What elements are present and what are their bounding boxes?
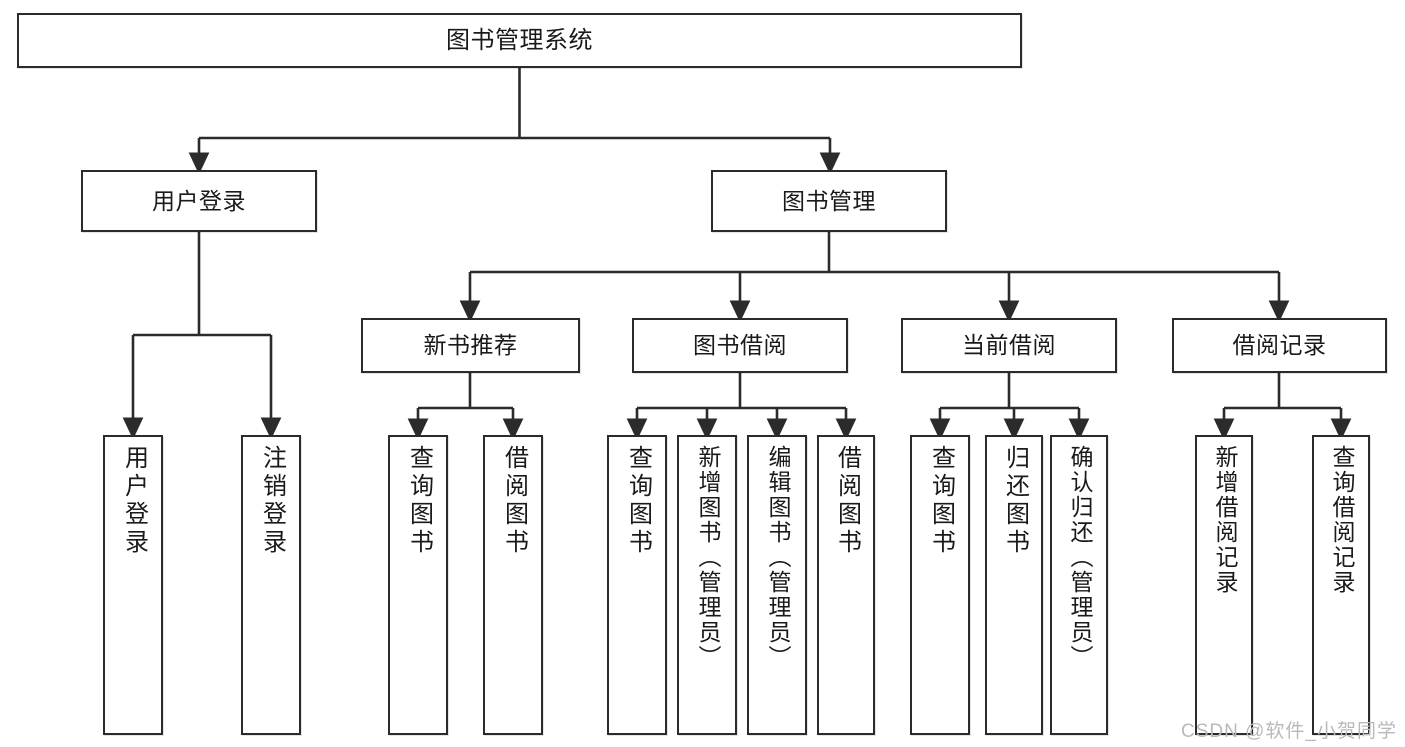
node-new-book-recommend-label: 新书推荐 xyxy=(423,332,518,359)
node-leaf-logout-login[interactable]: 注销登录 xyxy=(241,435,301,735)
node-leaf-add-record[interactable]: 新增借阅记录 xyxy=(1195,435,1253,735)
node-leaf-user-login-label: 用户登录 xyxy=(120,445,148,557)
node-leaf-user-login[interactable]: 用户登录 xyxy=(103,435,163,735)
node-current-borrow-label: 当前借阅 xyxy=(962,332,1056,359)
node-new-book-recommend[interactable]: 新书推荐 xyxy=(361,318,580,373)
node-leaf-edit-book-label: 编辑图书（管理员） xyxy=(764,445,791,670)
node-leaf-query-record[interactable]: 查询借阅记录 xyxy=(1312,435,1370,735)
node-leaf-add-book-label: 新增图书（管理员） xyxy=(694,445,721,670)
node-leaf-query-book-1[interactable]: 查询图书 xyxy=(388,435,448,735)
node-leaf-query-book-3-label: 查询图书 xyxy=(927,445,955,557)
node-borrow-record-label: 借阅记录 xyxy=(1232,332,1327,359)
node-leaf-borrow-book-2[interactable]: 借阅图书 xyxy=(817,435,875,735)
node-leaf-borrow-book-1[interactable]: 借阅图书 xyxy=(483,435,543,735)
node-leaf-query-record-label: 查询借阅记录 xyxy=(1328,445,1355,595)
node-leaf-query-book-2-label: 查询图书 xyxy=(624,445,652,557)
node-leaf-query-book-3[interactable]: 查询图书 xyxy=(910,435,970,735)
node-leaf-borrow-book-1-label: 借阅图书 xyxy=(500,445,528,557)
node-borrow-record[interactable]: 借阅记录 xyxy=(1172,318,1387,373)
node-current-borrow[interactable]: 当前借阅 xyxy=(901,318,1117,373)
node-leaf-edit-book[interactable]: 编辑图书（管理员） xyxy=(747,435,807,735)
node-leaf-borrow-book-2-label: 借阅图书 xyxy=(833,445,861,557)
node-book-borrow-label: 图书借阅 xyxy=(693,332,787,359)
watermark: CSDN @软件_小贺同学 xyxy=(1181,721,1397,742)
node-leaf-query-book-2[interactable]: 查询图书 xyxy=(607,435,667,735)
node-leaf-return-book-label: 归还图书 xyxy=(1001,445,1029,557)
node-book-borrow[interactable]: 图书借阅 xyxy=(632,318,848,373)
node-root[interactable]: 图书管理系统 xyxy=(17,13,1022,68)
node-root-label: 图书管理系统 xyxy=(446,26,593,54)
node-leaf-confirm-return[interactable]: 确认归还（管理员） xyxy=(1050,435,1108,735)
node-leaf-return-book[interactable]: 归还图书 xyxy=(985,435,1043,735)
node-book-management-label: 图书管理 xyxy=(782,187,876,214)
node-leaf-query-book-1-label: 查询图书 xyxy=(405,445,433,557)
node-user-login[interactable]: 用户登录 xyxy=(81,170,317,232)
node-leaf-add-record-label: 新增借阅记录 xyxy=(1211,445,1238,595)
node-book-management[interactable]: 图书管理 xyxy=(711,170,947,232)
node-user-login-label: 用户登录 xyxy=(152,187,246,214)
node-leaf-confirm-return-label: 确认归还（管理员） xyxy=(1066,445,1093,670)
node-leaf-logout-login-label: 注销登录 xyxy=(258,445,286,557)
node-leaf-add-book[interactable]: 新增图书（管理员） xyxy=(677,435,737,735)
